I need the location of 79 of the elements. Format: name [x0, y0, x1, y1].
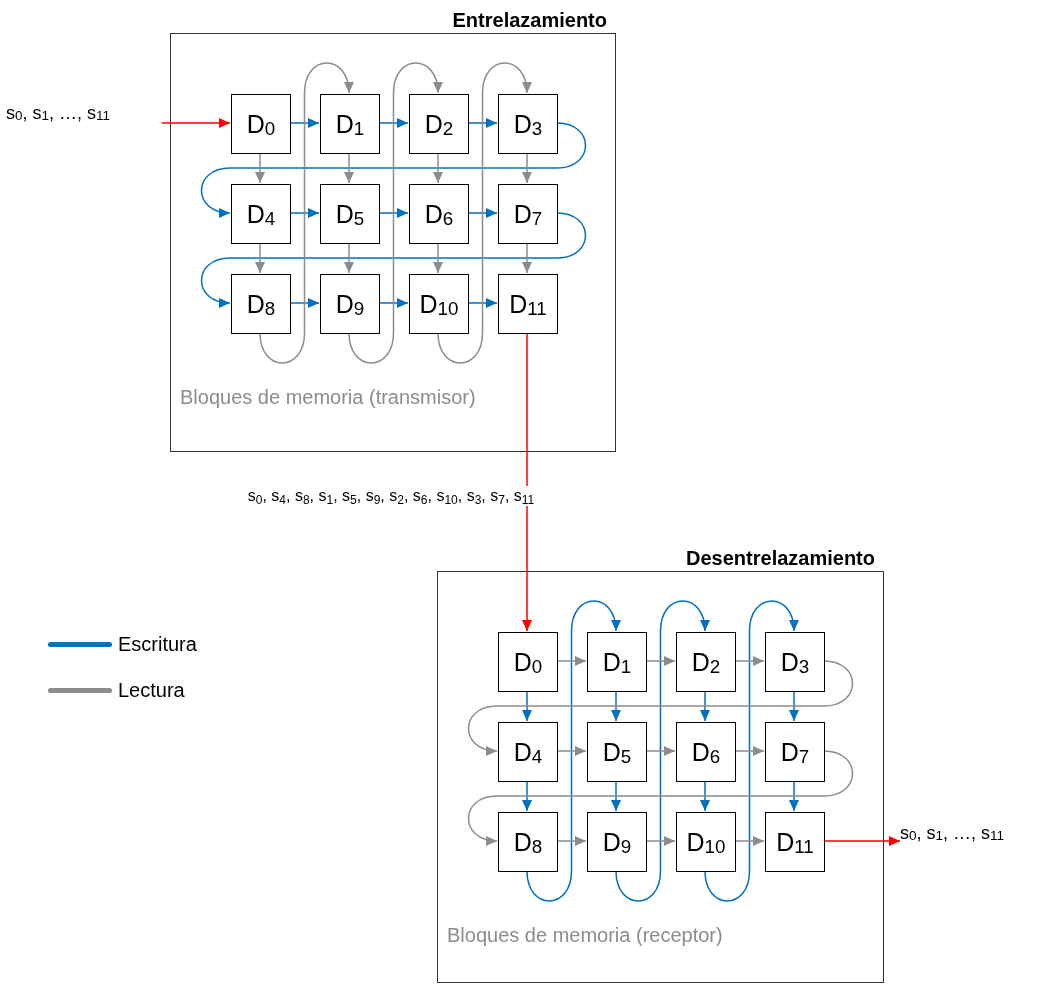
memory-block: D$_{2}$: [676, 632, 736, 692]
arrow: [789, 780, 799, 812]
memory-block: D$_{8}$: [231, 274, 291, 334]
symbol-sequence: s$_{0}$, s$_{1}$, …, s$_{11}$: [6, 97, 162, 129]
memory-block: D$_{4}$: [231, 184, 291, 244]
arrow: [344, 152, 354, 184]
memory-block: D$_{11}$: [498, 274, 558, 334]
arrow: [556, 656, 587, 666]
curved-arrow: [467, 750, 854, 845]
arrow: [734, 836, 765, 846]
memory-block: D$_{5}$: [320, 184, 380, 244]
memory-block: D$_{1}$: [587, 632, 647, 692]
arrow: [522, 332, 532, 632]
memory-block: D$_{10}$: [409, 274, 469, 334]
arrow: [700, 690, 710, 722]
arrow: [522, 690, 532, 722]
memory-block: D$_{6}$: [409, 184, 469, 244]
memory-block: D$_{9}$: [587, 812, 647, 872]
arrow: [289, 208, 320, 218]
arrow: [700, 780, 710, 812]
arrow: [522, 242, 532, 274]
arrow: [467, 208, 498, 218]
panel-title: Desentrelazamiento: [686, 546, 875, 570]
legend-label: Escritura: [118, 632, 197, 656]
arrow: [161, 118, 231, 128]
arrow: [378, 118, 409, 128]
arrow: [344, 242, 354, 274]
curved-arrow: [615, 600, 709, 902]
memory-block: D$_{0}$: [231, 94, 291, 154]
arrow: [556, 836, 587, 846]
memory-block: D$_{7}$: [765, 722, 825, 782]
memory-block: D$_{3}$: [498, 94, 558, 154]
arrow: [255, 152, 265, 184]
curved-arrow: [704, 600, 798, 902]
arrow: [522, 780, 532, 812]
arrow: [823, 836, 901, 846]
arrow: [556, 746, 587, 756]
arrow: [789, 690, 799, 722]
memory-block: D$_{4}$: [498, 722, 558, 782]
memory-block: D$_{8}$: [498, 812, 558, 872]
curved-arrow: [200, 122, 587, 217]
memory-block: D$_{7}$: [498, 184, 558, 244]
memory-block: D$_{1}$: [320, 94, 380, 154]
arrow: [255, 242, 265, 274]
arrow: [378, 298, 409, 308]
arrow: [645, 656, 676, 666]
memory-block: D$_{10}$: [676, 812, 736, 872]
legend-label: Lectura: [118, 678, 185, 702]
curved-arrow: [259, 62, 353, 364]
panel-caption: Bloques de memoria (receptor): [447, 923, 724, 948]
memory-block: D$_{11}$: [765, 812, 825, 872]
memory-block: D$_{2}$: [409, 94, 469, 154]
arrow: [467, 118, 498, 128]
arrow: [611, 780, 621, 812]
memory-block: D$_{3}$: [765, 632, 825, 692]
arrow: [645, 746, 676, 756]
memory-block: D$_{0}$: [498, 632, 558, 692]
curved-arrow: [437, 62, 531, 364]
panel-title: Entrelazamiento: [452, 8, 607, 32]
symbol-sequence: s$_{0}$, s$_{1}$, …, s$_{11}$: [900, 817, 1049, 849]
curved-arrow: [348, 62, 442, 364]
arrow: [289, 118, 320, 128]
arrow: [645, 836, 676, 846]
curved-arrow: [526, 600, 620, 902]
arrow: [734, 656, 765, 666]
arrow: [433, 242, 443, 274]
arrow: [611, 690, 621, 722]
arrow: [433, 152, 443, 184]
arrow: [734, 746, 765, 756]
memory-block: D$_{5}$: [587, 722, 647, 782]
panel-caption: Bloques de memoria (transmisor): [180, 385, 477, 410]
arrow: [378, 208, 409, 218]
memory-block: D$_{6}$: [676, 722, 736, 782]
memory-block: D$_{9}$: [320, 274, 380, 334]
curved-arrow: [200, 212, 587, 307]
arrow: [467, 298, 498, 308]
arrow: [522, 152, 532, 184]
curved-arrow: [467, 660, 854, 755]
arrow: [289, 298, 320, 308]
